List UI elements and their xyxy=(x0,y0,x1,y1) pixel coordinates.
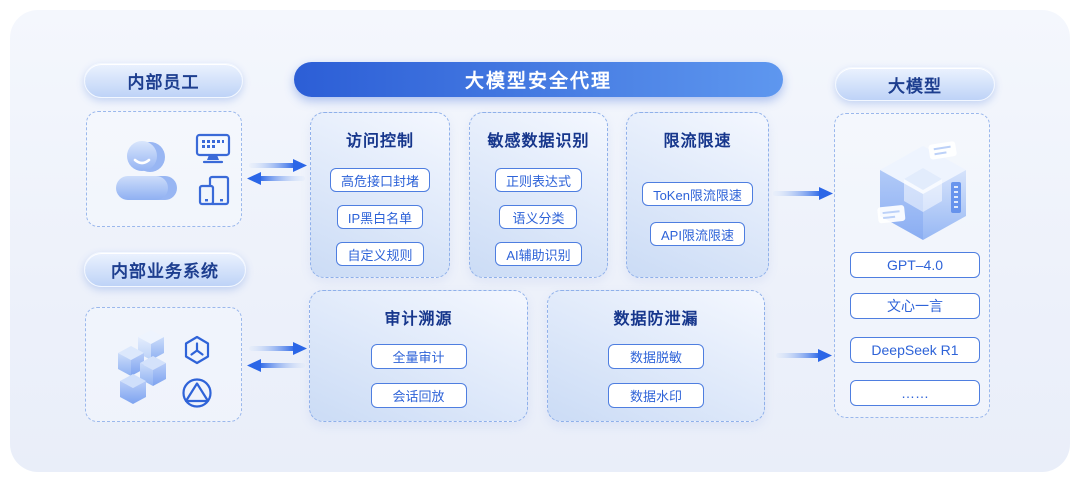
feature-item: 数据脱敏 xyxy=(608,344,704,369)
arrow-right-icon xyxy=(249,159,307,172)
proxy-header-title: 大模型安全代理 xyxy=(464,71,612,92)
card-rate-limit: 限流限速 ToKen限流限速 API限流限速 xyxy=(626,112,769,278)
feature-item: 语义分类 xyxy=(499,205,578,229)
card-dlp: 数据防泄漏 数据脱敏 数据水印 xyxy=(547,290,765,422)
mobile-devices-icon xyxy=(198,175,230,206)
feature-item: IP黑白名单 xyxy=(336,205,424,229)
stacked-cubes-icon xyxy=(118,330,166,404)
card-items: 正则表达式 语义分类 AI辅助识别 xyxy=(494,168,582,266)
model-item: 文心一言 xyxy=(850,293,980,319)
internal-employees-box xyxy=(86,111,242,227)
pill-internal-employees: 内部员工 xyxy=(84,63,243,98)
card-access-control: 访问控制 高危接口封堵 IP黑白名单 自定义规则 xyxy=(310,112,450,278)
card-title: 限流限速 xyxy=(663,133,732,150)
feature-item: ToKen限流限速 xyxy=(642,182,753,206)
large-models-box: GPT–4.0 文心一言 DeepSeek R1 …… xyxy=(834,113,990,418)
pill-large-models: 大模型 xyxy=(835,67,995,101)
pill-internal-business: 内部业务系统 xyxy=(84,252,246,287)
arrow-left-icon xyxy=(247,172,305,185)
feature-item: 正则表达式 xyxy=(494,168,582,192)
feature-item: 数据水印 xyxy=(608,383,704,408)
internal-business-box xyxy=(85,307,242,422)
feature-item: API限流限速 xyxy=(650,222,745,246)
feature-item: AI辅助识别 xyxy=(495,242,582,266)
arrow-right-icon xyxy=(249,342,307,355)
card-title: 敏感数据识别 xyxy=(487,133,590,150)
card-items: 全量审计 会话回放 xyxy=(370,344,467,408)
arrow-right-icon xyxy=(773,187,833,200)
feature-item: 高危接口封堵 xyxy=(329,168,430,192)
proxy-header: 大模型安全代理 xyxy=(294,62,783,97)
card-audit: 审计溯源 全量审计 会话回放 xyxy=(309,290,528,422)
card-items: 高危接口封堵 IP黑白名单 自定义规则 xyxy=(329,168,430,266)
monitor-icon xyxy=(195,133,231,164)
feature-item: 会话回放 xyxy=(370,383,467,408)
glass-cube-icon xyxy=(877,141,966,240)
pill-internal-business-label: 内部业务系统 xyxy=(111,262,219,281)
package-hexagon-icon xyxy=(184,335,210,365)
card-sensitive-data: 敏感数据识别 正则表达式 语义分类 AI辅助识别 xyxy=(469,112,608,278)
triangle-circle-icon xyxy=(182,378,212,408)
pill-internal-employees-label: 内部员工 xyxy=(127,73,200,92)
card-title: 审计溯源 xyxy=(384,311,453,328)
feature-item: 自定义规则 xyxy=(336,242,424,266)
feature-item: 全量审计 xyxy=(370,344,467,369)
card-items: 数据脱敏 数据水印 xyxy=(608,344,704,408)
model-item: DeepSeek R1 xyxy=(850,337,980,363)
card-items: ToKen限流限速 API限流限速 xyxy=(642,182,753,246)
card-title: 数据防泄漏 xyxy=(613,311,699,328)
pill-large-models-label: 大模型 xyxy=(888,76,942,96)
card-title: 访问控制 xyxy=(345,133,414,150)
user-icon xyxy=(116,141,177,200)
arrow-left-icon xyxy=(247,359,305,372)
arrow-right-icon xyxy=(776,349,832,362)
model-item: …… xyxy=(850,380,980,406)
model-item: GPT–4.0 xyxy=(850,252,980,278)
